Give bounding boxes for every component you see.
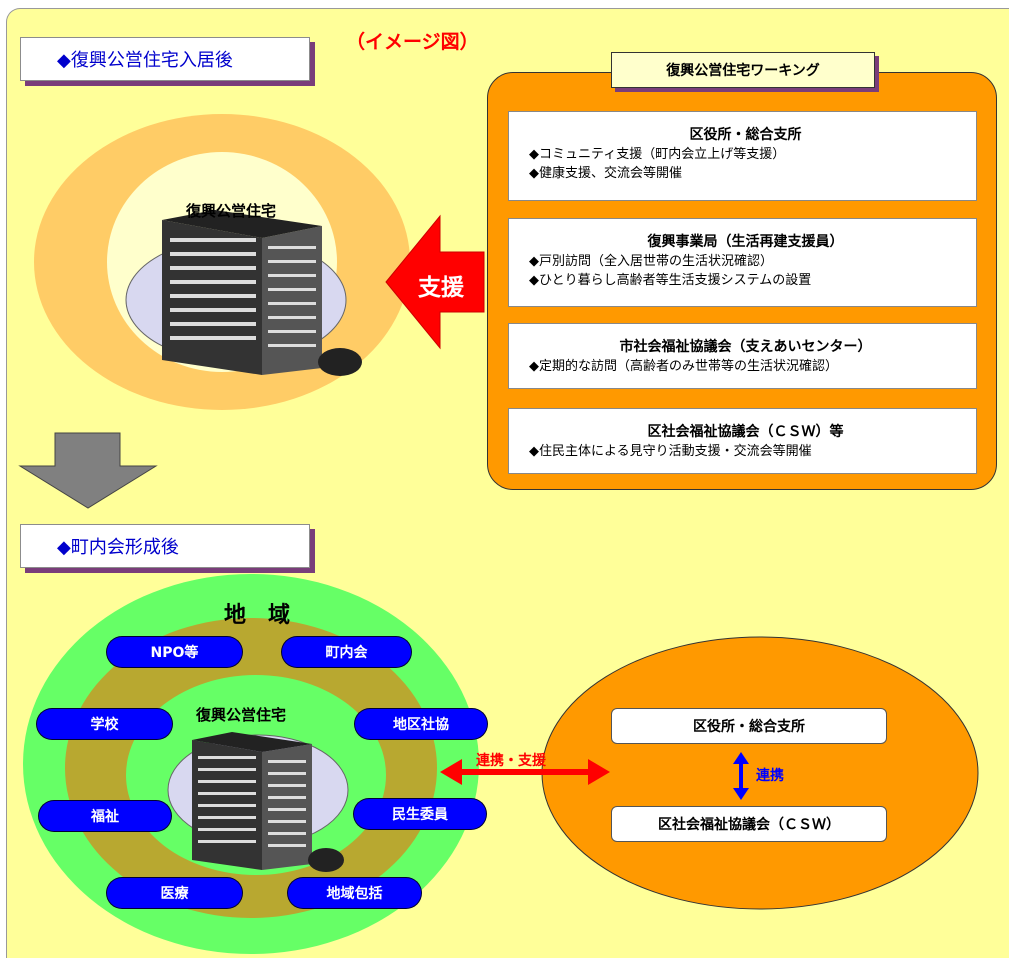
working-box-line: ◆住民主体による見守り活動支援・交流会等開催 (529, 444, 812, 459)
pill-welfare: 福祉 (38, 800, 172, 832)
section-label-after-move-in: ◆復興公営住宅入居後 (20, 37, 310, 81)
working-box-line: ◆定期的な訪問（高齢者のみ世帯等の生活状況確認） (529, 359, 838, 374)
working-box-title: 区役所・総合支所 (689, 127, 802, 143)
apartment-building-icon (162, 210, 362, 376)
working-box-title: 復興事業局（生活再建支援員） (647, 234, 844, 250)
down-arrow-icon (18, 432, 158, 509)
housing-label: 復興公営住宅 (186, 202, 277, 220)
image-caption: （イメージ図） (346, 31, 479, 53)
section-label-after-association: ◆町内会形成後 (20, 524, 310, 568)
pill-medical: 医療 (106, 877, 243, 909)
support-arrow-icon (385, 214, 485, 350)
region-label: 地 域 (224, 603, 291, 628)
link-arrow-icon (733, 752, 749, 800)
link-label: 連携 (756, 768, 784, 784)
working-box-title: 市社会福祉協議会（支えあいセンター） (619, 339, 872, 355)
section-label-text: ◆町内会形成後 (57, 537, 179, 558)
working-box-line: ◆健康支援、交流会等開催 (529, 166, 682, 181)
ward-welfare-council-box: 区社会福祉協議会（ＣＳＷ） (611, 806, 887, 842)
apartment-building-icon-2 (192, 732, 344, 872)
pill-community-support-center: 地域包括 (287, 877, 422, 909)
working-box-line: ◆ひとり暮らし高齢者等生活支援システムの設置 (529, 273, 812, 288)
pill-welfare-commissioner: 民生委員 (353, 798, 487, 830)
working-box-line: ◆コミュニティ支援（町内会立上げ等支援） (529, 147, 786, 162)
working-box-ward-welfare-council: 区社会福祉協議会（ＣＳＷ）等 ◆住民主体による見守り活動支援・交流会等開催 (508, 408, 977, 474)
housing-label-2: 復興公営住宅 (196, 706, 287, 724)
pill-npo: NPO等 (106, 636, 243, 668)
working-group-title: 復興公営住宅ワーキング (611, 52, 875, 88)
working-box-title: 区社会福祉協議会（ＣＳＷ）等 (647, 424, 844, 440)
ward-office-box: 区役所・総合支所 (611, 708, 887, 744)
support-arrow-label: 支援 (418, 275, 464, 301)
working-box-city-welfare-council: 市社会福祉協議会（支えあいセンター） ◆定期的な訪問（高齢者のみ世帯等の生活状況… (508, 323, 977, 389)
pill-district-welfare: 地区社協 (354, 708, 488, 740)
working-box-ward-office: 区役所・総合支所 ◆コミュニティ支援（町内会立上げ等支援） ◆健康支援、交流会等… (508, 111, 977, 201)
working-box-line: ◆戸別訪問（全入居世帯の生活状況確認） (529, 254, 773, 269)
pill-school: 学校 (36, 708, 173, 740)
coordination-arrow-icon (440, 759, 610, 785)
coordination-label: 連携・支援 (476, 753, 546, 769)
pill-neighborhood-association: 町内会 (281, 636, 412, 668)
working-box-reconstruction-bureau: 復興事業局（生活再建支援員） ◆戸別訪問（全入居世帯の生活状況確認） ◆ひとり暮… (508, 218, 977, 307)
section-label-text: ◆復興公営住宅入居後 (57, 50, 233, 71)
